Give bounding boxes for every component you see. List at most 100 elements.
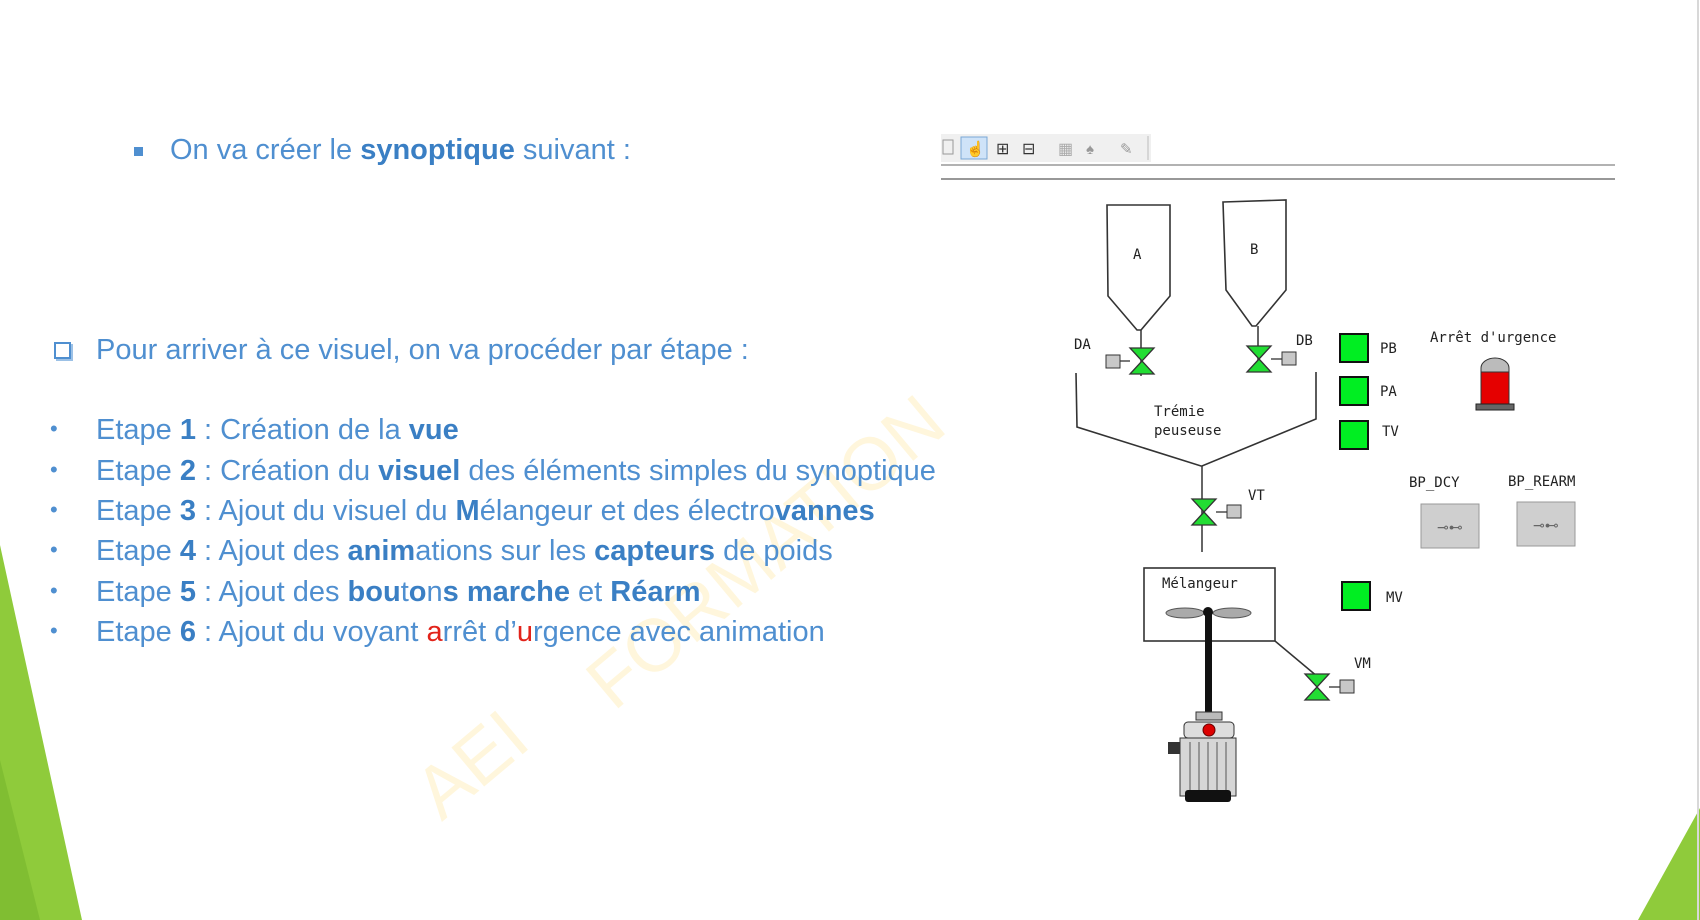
hopper-b	[1222, 199, 1287, 327]
mixer-motor-icon	[1168, 711, 1237, 802]
hopper-a	[1106, 204, 1171, 331]
step-bullet: •	[50, 618, 58, 643]
weighing-hopper-label-1: Trémie	[1154, 404, 1205, 420]
toolbar-tree-icon[interactable]: ⊞	[996, 141, 1009, 158]
step-text-part: de poids	[715, 535, 833, 567]
step-bullet: •	[50, 578, 58, 603]
step-text-part: élangeur et des électro	[479, 495, 775, 527]
valve-db[interactable]	[1245, 345, 1297, 373]
step-item: Etape 6 : Ajout du voyant arrêt d’urgenc…	[96, 616, 825, 649]
synoptic-toolbar: ☝ ⊞ ⊟ ▦ ♠ ✎	[941, 134, 1615, 180]
step-prefix: Etape	[96, 616, 180, 648]
step-item: Etape 4 : Ajout des animations sur les c…	[96, 535, 833, 568]
valve-da[interactable]	[1105, 347, 1156, 375]
valve-vm[interactable]	[1303, 673, 1355, 701]
toolbar-grip-icon	[942, 139, 954, 155]
sensor-tv-light	[1339, 420, 1369, 450]
sensor-pb-label: PB	[1380, 341, 1397, 357]
step-item: Etape 3 : Ajout du visuel du Mélangeur e…	[96, 495, 875, 528]
btn-dcy-label: BP_DCY	[1409, 475, 1460, 491]
step-prefix: Etape	[96, 495, 180, 527]
step-number: 3	[179, 495, 196, 527]
step-bullet: •	[50, 537, 58, 562]
intro-pre: On va créer le	[170, 134, 361, 166]
step-number: 6	[179, 616, 196, 648]
sensor-pa-light	[1339, 376, 1369, 406]
step-bullet: •	[50, 497, 58, 522]
toolbar-binoculars-icon[interactable]: ♠	[1086, 141, 1094, 158]
btn-rearm-switch-icon: ⊸⊷	[1533, 517, 1559, 533]
step-text-part: t	[400, 576, 409, 608]
btn-dcy[interactable]: ⊸⊷	[1420, 503, 1480, 549]
step-text-part: ations sur les	[415, 535, 595, 567]
step-text-part: n	[426, 576, 443, 608]
right-green-accent	[1638, 808, 1700, 920]
synoptic-diagram: ☝ ⊞ ⊟ ▦ ♠ ✎ A B Trémie peuseuse DA DB	[941, 134, 1615, 802]
step-text-part: visuel	[378, 455, 461, 487]
step-text-part: a	[426, 616, 443, 648]
step-text-part: : Création de la	[195, 414, 409, 446]
mixer-label: Mélangeur	[1162, 576, 1238, 592]
step-text-part: Réarm	[610, 576, 701, 608]
step-text-part: : Création du	[195, 455, 379, 487]
toolbar-tree2-icon[interactable]: ⊟	[1022, 141, 1035, 158]
step-text-part: M	[455, 495, 480, 527]
sensor-pb-light	[1339, 333, 1369, 363]
step-item: Etape 5 : Ajout des boutons marche et Ré…	[96, 576, 701, 609]
step-text-part: des éléments simples du synoptique	[460, 455, 936, 487]
emergency-label: Arrêt d'urgence	[1430, 330, 1556, 346]
toolbar-hand-icon: ☝	[966, 139, 985, 158]
btn-rearm[interactable]: ⊸⊷	[1516, 501, 1576, 547]
left-green-accent-dark	[0, 760, 40, 920]
toolbar-grid-icon[interactable]: ▦	[1058, 141, 1073, 158]
step-text-part: bou	[347, 576, 401, 608]
toolbar-edit-icon[interactable]: ✎	[1120, 141, 1133, 158]
step-text-part: : Ajout des	[195, 535, 348, 567]
step-text-part: o	[408, 576, 427, 608]
hopper-a-label: A	[1133, 247, 1142, 263]
step-prefix: Etape	[96, 414, 180, 446]
step-text-part: rgence avec animation	[532, 616, 825, 648]
valve-da-label: DA	[1074, 337, 1091, 353]
sensor-mv-light	[1341, 581, 1371, 611]
toolbar-select-button[interactable]	[960, 136, 988, 160]
step-number: 5	[179, 576, 196, 608]
valve-db-label: DB	[1296, 333, 1313, 349]
step-bullet: •	[50, 457, 58, 482]
section-checkbox-bullet	[54, 342, 71, 359]
intro-bullet	[134, 147, 143, 156]
sensor-pa-label: PA	[1380, 384, 1397, 400]
btn-dcy-switch-icon: ⊸⊷	[1437, 519, 1463, 535]
step-text-part: s	[442, 576, 459, 608]
intro-text: On va créer le synoptique suivant :	[170, 134, 631, 167]
step-text-part: vannes	[774, 495, 875, 527]
section-heading: Pour arriver à ce visuel, on va procéder…	[96, 334, 749, 366]
step-text-part: vue	[408, 414, 459, 446]
step-text-part: : Ajout du voyant	[195, 616, 427, 648]
mixer-shaft	[1205, 612, 1212, 714]
emergency-lamp-icon	[1475, 357, 1515, 411]
intro-bold: synoptique	[360, 134, 515, 166]
step-item: Etape 1 : Création de la vue	[96, 414, 459, 447]
left-green-accent	[0, 545, 82, 920]
step-item: Etape 2 : Création du visuel des élément…	[96, 455, 936, 488]
step-number: 1	[179, 414, 196, 446]
valve-vm-label: VM	[1354, 656, 1371, 672]
sensor-tv-label: TV	[1382, 424, 1399, 440]
step-number: 2	[179, 455, 196, 487]
step-text-part: rrêt d’	[442, 616, 517, 648]
step-prefix: Etape	[96, 576, 180, 608]
step-text-part: marche	[466, 576, 570, 608]
step-prefix: Etape	[96, 455, 180, 487]
weighing-hopper-label-2: peuseuse	[1154, 423, 1221, 439]
intro-post: suivant :	[514, 134, 631, 166]
step-text-part: : Ajout des	[195, 576, 348, 608]
step-number: 4	[179, 535, 196, 567]
step-prefix: Etape	[96, 535, 180, 567]
sensor-mv-label: MV	[1386, 590, 1403, 606]
valve-vt[interactable]	[1190, 498, 1242, 526]
step-text-part: anim	[347, 535, 416, 567]
step-text-part: u	[516, 616, 533, 648]
step-text-part: capteurs	[594, 535, 716, 567]
